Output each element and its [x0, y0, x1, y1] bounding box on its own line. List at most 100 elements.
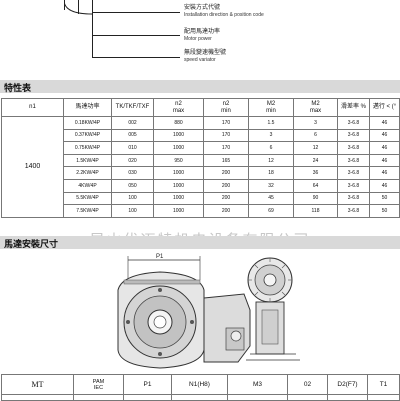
- table-row: 4KW/4P 050 1000 200 32 64 3-6.8 46: [2, 178, 400, 193]
- table-cell: 200: [203, 178, 249, 193]
- dimension-label-p1: P1: [156, 254, 164, 260]
- col-header-pam-iec: PAM IEC: [73, 374, 124, 395]
- table-cell: 18: [248, 166, 294, 180]
- table-cell: 1000: [153, 141, 204, 155]
- drawing-section-title: 馬達安裝尺寸: [4, 239, 59, 249]
- table-cell: 1000: [153, 166, 204, 180]
- col-header-n1-h8: N1(H8): [171, 374, 228, 395]
- spec-section-title: 特性表: [4, 83, 32, 93]
- table-cell: 0.37KW/4P: [63, 128, 112, 143]
- table-cell: 950: [153, 153, 204, 168]
- col-header-mt: MT: [1, 374, 74, 395]
- table-cell: 50: [369, 204, 400, 218]
- table-cell: 1.5KW/4P: [63, 153, 112, 168]
- table-cell: 50: [369, 191, 400, 206]
- annotation-variator-en: speed variator: [184, 57, 216, 63]
- table-cell: 100: [111, 204, 154, 218]
- col-header-model: TK/TKF/TXF: [111, 98, 154, 117]
- table-cell: 3-6.8: [337, 204, 370, 218]
- col-header-angle: 邁行 < (°: [369, 98, 400, 117]
- leader-vertical-1: [92, 0, 93, 36]
- table-cell: 46: [369, 141, 400, 155]
- dimension-header-row: MT PAM IEC P1 N1(H8) M3 02 D2(F7) T1: [1, 374, 400, 395]
- col-header-n1: n1: [1, 98, 64, 117]
- table-cell: 170: [203, 141, 249, 155]
- table-cell: 165: [203, 153, 249, 168]
- n1-value: 1400: [1, 116, 64, 218]
- table-cell: 3-6.8: [337, 153, 370, 168]
- col-header-02: 02: [287, 374, 328, 395]
- table-cell: 4KW/4P: [63, 178, 112, 193]
- table-cell: 69: [248, 204, 294, 218]
- col-header-t1: T1: [367, 374, 400, 395]
- table-cell: 90: [293, 191, 338, 206]
- table-cell: 200: [203, 166, 249, 180]
- table-cell: 118: [293, 204, 338, 218]
- table-cell: 3-6.8: [337, 178, 370, 193]
- table-cell: 005: [111, 128, 154, 143]
- annotation-motor-power-zh: 配用馬達功率: [184, 29, 221, 35]
- table-row: 2.2KW/4P 030 1000 200 18 36 3-6.8 46: [2, 166, 400, 180]
- table-cell: 3-6.8: [337, 166, 370, 180]
- table-cell: 7.5KW/4P: [63, 204, 112, 218]
- leader-vertical-3: [64, 0, 65, 10]
- table-cell: 010: [111, 141, 154, 155]
- table-cell: 46: [369, 166, 400, 180]
- col-header-d2-f7: D2(F7): [327, 374, 368, 395]
- table-cell: 200: [203, 204, 249, 218]
- motor-mount-drawing: P1: [117, 254, 300, 369]
- table-cell: 1000: [153, 204, 204, 218]
- drawing-section-header: 馬達安裝尺寸: [0, 236, 400, 249]
- table-cell: 1.5: [248, 116, 294, 130]
- leader-curve: [64, 0, 93, 15]
- table-cell: 3-6.8: [337, 116, 370, 130]
- col-header-m2-max: M2 max: [293, 98, 338, 117]
- table-cell: 5.5KW/4P: [63, 191, 112, 206]
- table-cell: 3-6.8: [337, 128, 370, 143]
- table-cell: 050: [111, 178, 154, 193]
- leader-vertical-4: [92, 35, 93, 57]
- col-header-m2-min: M2 min: [248, 98, 294, 117]
- table-row: 1.5KW/4P 020 950 165 12 24 3-6.8 46: [2, 153, 400, 168]
- table-cell: 12: [248, 153, 294, 168]
- table-cell: 3-6.8: [337, 191, 370, 206]
- col-header-m3: M3: [227, 374, 288, 395]
- table-cell: 170: [203, 116, 249, 130]
- leader-horizontal-2: [92, 35, 180, 36]
- table-cell: 1000: [153, 128, 204, 143]
- table-cell: 200: [203, 191, 249, 206]
- table-cell: 32: [248, 178, 294, 193]
- col-header-slip: 滑差率 %: [337, 98, 370, 117]
- table-cell: 12: [293, 141, 338, 155]
- table-cell: 0.75KW/4P: [63, 141, 112, 155]
- spec-section-header: 特性表: [0, 80, 400, 93]
- col-header-motor-power: 馬達功率: [63, 98, 112, 117]
- table-row: 1400 0.18KW/4P 002 880 170 1.5 3 3-6.8 4…: [1, 116, 400, 218]
- table-row: 0.75KW/4P 010 1000 170 6 12 3-6.8 46: [2, 141, 400, 155]
- table-cell: 1000: [153, 178, 204, 193]
- table-cell: 46: [369, 153, 400, 168]
- table-cell: 0.18KW/4P: [63, 116, 112, 130]
- table-cell: 2.2KW/4P: [63, 166, 112, 180]
- table-cell: 030: [111, 166, 154, 180]
- table-cell: 46: [369, 116, 400, 130]
- table-cell: 3: [248, 128, 294, 143]
- col-header-n2-max: n2 max: [153, 98, 204, 117]
- col-header-n2-min: n2 min: [203, 98, 249, 117]
- leader-vertical-2: [78, 0, 79, 14]
- table-cell: 6: [248, 141, 294, 155]
- table-row: 7.5KW/4P 100 1000 200 69 118 3-6.8 50: [2, 204, 400, 218]
- annotation-installation-en: Installation direction & position code: [184, 12, 264, 18]
- table-cell: 45: [248, 191, 294, 206]
- table-cell: 36: [293, 166, 338, 180]
- spec-table: n1 馬達功率 TK/TKF/TXF n2 max n2 min M2 min …: [1, 98, 400, 218]
- annotation-installation-zh: 安裝方式代號: [184, 5, 221, 11]
- table-cell: 170: [203, 128, 249, 143]
- table-cell: 100: [111, 191, 154, 206]
- annotation-motor-power-en: Motor power: [184, 36, 212, 42]
- table-cell: 64: [293, 178, 338, 193]
- dimension-table: MT PAM IEC P1 N1(H8) M3 02 D2(F7) T1: [1, 374, 400, 401]
- table-cell: 1000: [153, 191, 204, 206]
- table-cell: 3: [293, 116, 338, 130]
- table-cell: 020: [111, 153, 154, 168]
